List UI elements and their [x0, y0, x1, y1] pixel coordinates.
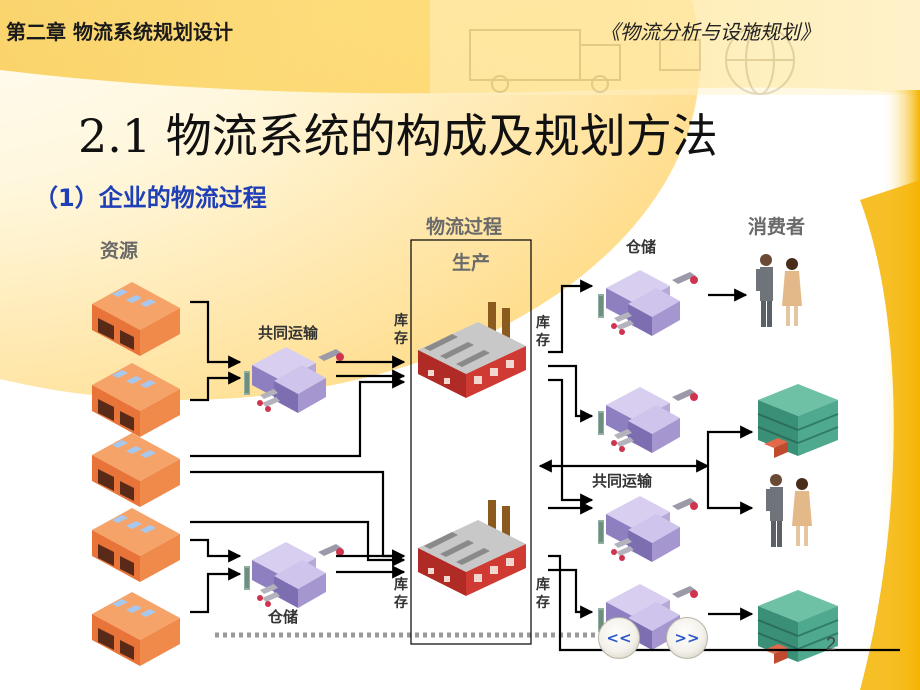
page-title: 2.1 物流系统的构成及规划方法	[78, 109, 718, 163]
inventory-label-1: 库存	[394, 313, 408, 347]
prev-slide-button[interactable]: <<	[598, 617, 640, 659]
header-chapter: 第二章 物流系统规划设计	[6, 20, 233, 44]
process-label: 物流过程	[426, 216, 503, 238]
section-subtitle: （1）企业的物流过程	[34, 184, 267, 212]
inventory-label-4: 库存	[536, 577, 550, 611]
joint-transport-label-2: 共同运输	[592, 472, 653, 490]
resources-label: 资源	[100, 240, 139, 262]
storage-label-bottom: 仓储	[268, 608, 299, 626]
consumer-label: 消费者	[748, 216, 806, 238]
production-label: 生产	[452, 252, 491, 274]
header-book-title: 《物流分析与设施规划》	[600, 20, 820, 44]
inventory-label-3: 库存	[394, 577, 408, 611]
page-number: 2	[826, 634, 837, 654]
inventory-label-2: 库存	[536, 315, 550, 349]
storage-label-top: 仓储	[626, 238, 657, 256]
joint-transport-label: 共同运输	[258, 324, 319, 342]
next-slide-button[interactable]: >>	[666, 617, 708, 659]
